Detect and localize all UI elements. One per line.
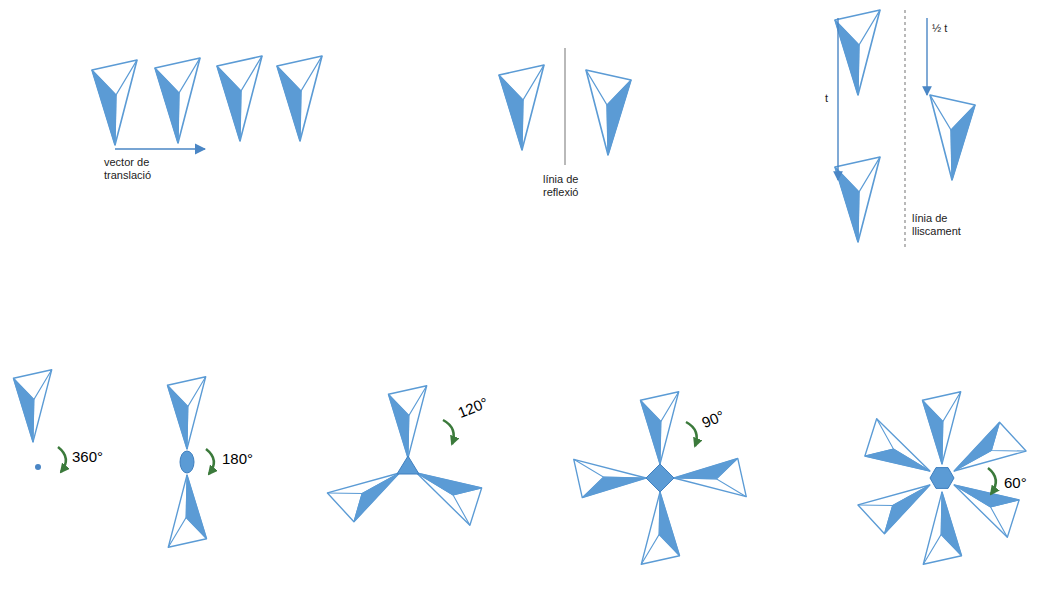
motif — [858, 469, 940, 538]
motif — [92, 60, 137, 145]
rotation-arrow — [686, 422, 697, 446]
translation-vector — [115, 148, 205, 150]
motif — [574, 459, 646, 497]
angle-label: 60° — [1004, 474, 1027, 492]
motif — [923, 492, 961, 564]
reflection-line — [564, 48, 565, 165]
angle-label: 90° — [699, 407, 727, 432]
half-translation-vector — [926, 18, 927, 95]
motif — [388, 386, 426, 458]
vector-label: vector de translació — [104, 156, 166, 182]
motif — [835, 157, 880, 242]
motif — [922, 392, 960, 464]
rotation-centre — [180, 451, 194, 473]
motif — [641, 492, 679, 564]
rotation-centre — [397, 456, 419, 474]
motif — [407, 456, 489, 525]
motif — [327, 457, 409, 526]
angle-label: 180° — [222, 450, 253, 468]
vector-label: ½ t — [932, 22, 947, 35]
rotation-centre — [930, 468, 954, 489]
motif — [13, 370, 51, 442]
motif — [945, 468, 1027, 537]
motif-mirrored — [930, 95, 975, 180]
line-label: línia de reflexió — [543, 173, 599, 199]
motif — [835, 10, 880, 95]
motif — [277, 56, 322, 141]
rotation-centre — [35, 464, 41, 470]
line-label: línia de lliscament — [912, 212, 976, 238]
vector-label: t — [825, 92, 828, 105]
motif — [155, 58, 200, 143]
motif-mirrored — [586, 70, 631, 155]
motif — [167, 377, 205, 449]
angle-label: 120° — [455, 394, 491, 422]
angle-label: 360° — [72, 448, 103, 466]
motif — [640, 392, 678, 464]
rotation-arrow — [988, 468, 996, 494]
rotation-arrow — [206, 449, 214, 474]
motif — [168, 475, 206, 547]
rotation-arrow — [443, 420, 454, 444]
translation-vector — [837, 18, 838, 180]
motif — [499, 65, 544, 150]
rotation-arrow — [58, 447, 66, 472]
glide-line — [904, 10, 905, 248]
motif — [858, 419, 940, 488]
motif — [674, 458, 746, 496]
motif — [217, 56, 262, 141]
rotation-centre — [646, 464, 674, 492]
